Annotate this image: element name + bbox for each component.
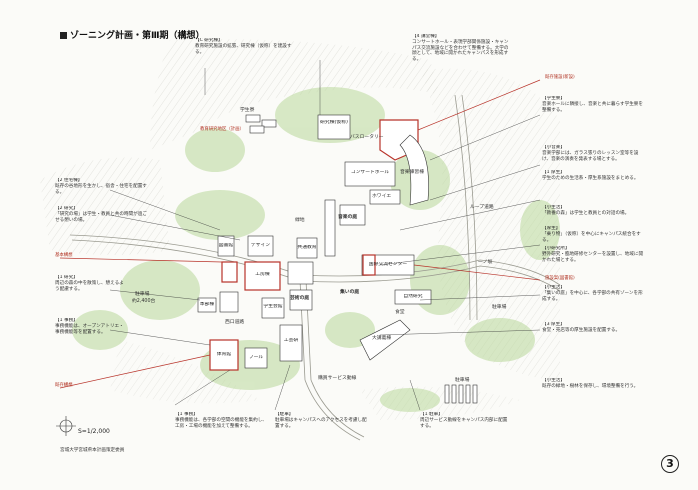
note-parking: 【駐車】駐車場はキャンパスへのアクセスを考慮し配置する。 xyxy=(275,412,367,429)
tag-existing: 既存施設(新設) xyxy=(545,75,575,80)
note-music2: 【1 厚生】学生のための生活系・厚生系施設をまとめる。 xyxy=(542,170,639,181)
label-park-area: 約2,400台 xyxy=(132,299,156,304)
label-foyer: ホワイエ xyxy=(372,194,392,199)
tag-basic: 基本構想 xyxy=(55,253,73,258)
note-music: 【小音楽】音楽学部には、ガラス張りのレッスン室等を設け、音楽の演奏を発表する場と… xyxy=(542,145,639,162)
label-hall-bldg: 大講義棟 xyxy=(372,336,392,341)
label-research-bldg: 研究棟(仮称) xyxy=(320,120,348,125)
label-lib: 図書館 xyxy=(218,243,234,248)
label-west-road: 西口道路 xyxy=(225,320,245,325)
label-admin: 本部棟 xyxy=(199,302,215,307)
note-hall: 【4 講堂棟】コンサートホール・表現学部関係施設・キャンパス交流施設などを合わせ… xyxy=(412,34,509,63)
building-research xyxy=(317,114,351,140)
label-common: 共通教育 xyxy=(297,245,317,250)
note-lab: 【小研究所】野外研究・臨地研修センターを設置し、地域に開かれた場とする。 xyxy=(542,246,644,263)
tag-exist-plan: 既存構想 xyxy=(55,383,73,388)
leader-lines xyxy=(109,60,541,411)
label-gym: 体育館 xyxy=(216,352,232,357)
note-research: 【C 研究棟】教育研究施設の拡張、研究棟（仮称）を建設する。 xyxy=(195,38,292,55)
tag-library: 施設案(図書館) xyxy=(545,276,575,281)
roads xyxy=(69,94,561,441)
north-arrow xyxy=(56,416,76,436)
tag-zone: 教育研究地区（計画） xyxy=(200,127,244,132)
scale-label: S=1/2,000 xyxy=(78,428,110,435)
label-forest: 一ノ坂 xyxy=(478,260,493,265)
page-number: 3 xyxy=(661,455,679,473)
label-workshop: 工房棟 xyxy=(255,272,270,277)
label-art-garden: 芸術の庭 xyxy=(290,296,310,301)
label-craft: 工芸研 xyxy=(283,338,299,343)
page-title: ゾーニング計画・第Ⅲ期（構想） xyxy=(60,28,205,41)
note-office: 【1 事務】事務機能は、オープンアトリエ・事務機能等を配置する。 xyxy=(55,318,124,335)
building-concert xyxy=(344,161,396,187)
label-dining: 食堂 xyxy=(395,310,405,315)
note-housing: 【2 住宅棟】既存の谷地形を生かし、宿舎・住宅を配置する。 xyxy=(55,178,147,195)
label-park: 駐車場 xyxy=(135,292,150,297)
label-center: 国際交流センター xyxy=(368,262,408,267)
note-vehicle: 【厚生】「乗り物」（仮称）を中心にキャンパス統合をする。 xyxy=(542,226,641,243)
label-dorm: 学生寮 xyxy=(240,108,255,113)
note-gather: 【小生活】「集いの庭」を中心に、各学部の共有ゾーンを形成する。 xyxy=(542,285,643,302)
note-dining: 【3 厚生】食堂・売店等の厚生施設を配置する。 xyxy=(542,322,621,333)
note-liberal: 【小生活】「教養の森」は学生と教員との対話の場。 xyxy=(542,205,630,216)
note-study: 【2 研究】「研究の場」は学生・教員と共の時間が過ごせる憩いの場。 xyxy=(55,206,147,223)
label-music-garden: 音楽の庭 xyxy=(338,215,358,220)
label-bus: バスロータリー xyxy=(350,135,384,140)
label-hall: コンサートホール xyxy=(350,170,390,175)
label-road: ループ道路 xyxy=(470,205,494,210)
label-gather-garden: 集いの庭 xyxy=(340,290,360,295)
note-dorm: 【学生寮】音楽ホールに隣接し、音楽と共に暮らす学生寮を整備する。 xyxy=(542,96,643,113)
label-service: 購買サービス動線 xyxy=(318,376,357,381)
label-practice: 音楽練習棟 xyxy=(400,170,424,175)
label-student: 学生会館 xyxy=(263,304,283,309)
label-natural: 自然研究 xyxy=(403,294,423,299)
note-walk: 【1 研究】周辺の森の中を散策し、憩えるよう配慮する。 xyxy=(55,275,124,292)
label-pool: プール xyxy=(248,355,264,360)
label-design: デザイン xyxy=(250,243,271,248)
label-parking2: 駐車場 xyxy=(492,305,507,310)
note-green: 【小生活】既存の緑地・樹林を保存し、環境整備を行う。 xyxy=(542,378,639,389)
buildings xyxy=(197,114,478,404)
note-workshop: 【1 事務】事務機能は、各学部の空間の機能を集約し、工房・工場の機能を加えて整備… xyxy=(175,412,267,429)
footer-credit: 宮城大学宮城県本計画策定委員 xyxy=(60,448,125,453)
note-welfare: 【1 駐車】周辺サービス動線をキャンパス内部に配置する。 xyxy=(420,412,508,429)
label-green: 緑地 xyxy=(295,218,305,223)
label-east-parking: 駐車場 xyxy=(455,378,470,383)
red-lines xyxy=(59,79,541,389)
